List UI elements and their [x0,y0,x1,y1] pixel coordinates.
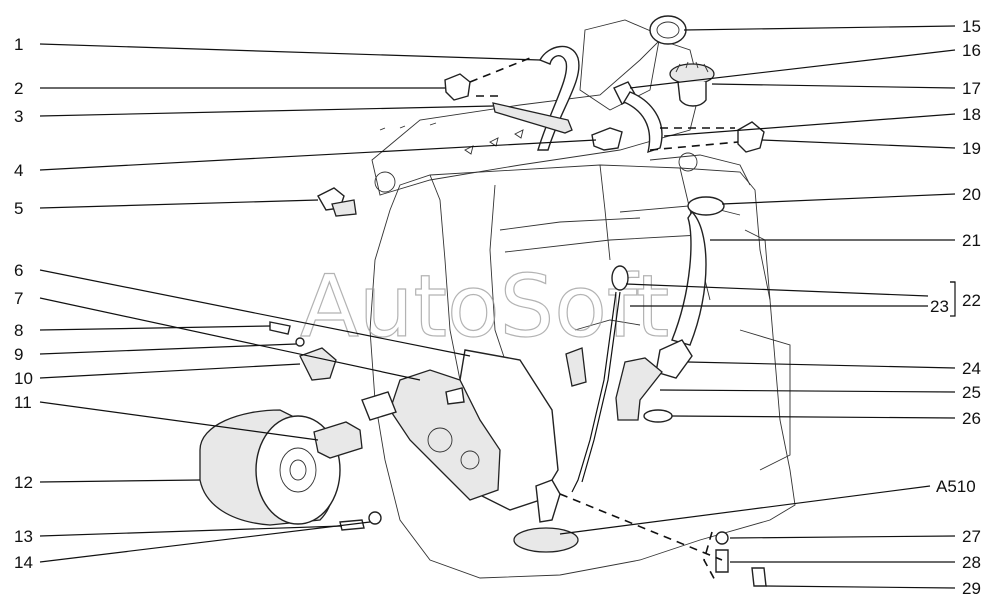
label-27: 27 [962,527,981,546]
label-15: 15 [962,17,981,36]
label-26: 26 [962,409,981,428]
oil-filler-pipe [615,357,663,421]
label-2: 2 [14,79,23,98]
label-18: 18 [962,105,981,124]
vent-hose-clip [737,121,765,153]
washer-9 [295,337,305,347]
bolt-28 [715,549,729,573]
washer-14 [368,511,382,525]
label-19: 19 [962,139,981,158]
label-23: 23 [930,297,949,316]
bolt-8 [269,321,291,335]
dipstick-guide-hose [671,210,707,346]
label-14: 14 [14,553,33,572]
part-labels: 1 2 3 4 5 6 7 8 9 10 11 12 13 14 15 16 1… [14,17,981,598]
block-plug [565,347,587,387]
oil-dipstick [571,265,629,493]
oil-filler-cap [669,61,715,107]
label-16: 16 [962,41,981,60]
hose-strap [492,102,573,134]
label-7: 7 [14,289,23,308]
label-a510: A510 [936,477,976,496]
leader-lines [39,25,956,589]
label-17: 17 [962,79,981,98]
label-22: 22 [962,291,981,310]
oil-vent-hose [622,91,663,154]
label-8: 8 [14,321,23,340]
label-3: 3 [14,107,23,126]
label-4: 4 [14,161,23,180]
label-29: 29 [962,579,981,598]
label-28: 28 [962,553,981,572]
watermark: AutoSoft [300,257,669,357]
label-10: 10 [14,369,33,388]
label-11: 11 [14,393,32,412]
label-24: 24 [962,359,981,378]
filter-fitting [313,421,363,459]
washer-27 [715,531,729,545]
label-25: 25 [962,383,981,402]
label-20: 20 [962,185,981,204]
oil-pressure-sensor [317,187,357,217]
bolt-29 [751,567,767,587]
assembly-lines [469,57,739,583]
hose-clamp [649,15,687,45]
label-21: 21 [962,231,981,250]
label-1: 1 [14,35,23,54]
hose-fitting [591,127,623,151]
label-12: 12 [14,473,33,492]
o-ring [643,409,673,423]
oil-pump [361,349,559,511]
bolt-13 [339,519,365,531]
label-9: 9 [14,345,23,364]
label-13: 13 [14,527,33,546]
label-6: 6 [14,261,23,280]
hose-clip [444,73,471,101]
tube-clamp [687,196,725,216]
label-5: 5 [14,199,23,218]
